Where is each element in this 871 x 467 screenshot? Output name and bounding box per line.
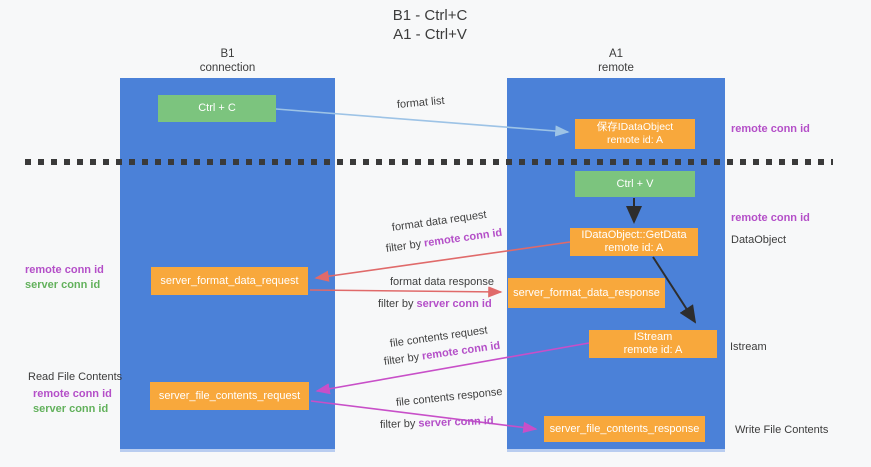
label-format-list: format list xyxy=(396,94,446,111)
server-conn-id-text: server conn id xyxy=(33,403,109,415)
box-ctrl-c: Ctrl + C xyxy=(158,95,276,122)
box-server-file-contents-request-label: server_file_contents_request xyxy=(158,389,301,402)
title-line-2: A1 - Ctrl+V xyxy=(393,26,467,43)
diagram-title: B1 - Ctrl+C A1 - Ctrl+V xyxy=(300,6,560,44)
box-server-format-data-request-label: server_format_data_request xyxy=(160,274,299,287)
dashed-separator xyxy=(25,159,833,165)
lane-b1-title: B1 xyxy=(220,48,235,60)
lane-a1-subtitle: remote xyxy=(598,62,634,74)
box-save-dataobject-line1: 保存IDataObject xyxy=(596,121,674,133)
remote-conn-id-text: remote conn id xyxy=(33,388,112,400)
box-istream-line1: IStream xyxy=(633,331,673,343)
label-write-file-contents: Write File Contents xyxy=(735,424,829,436)
box-server-file-contents-response: server_file_contents_response xyxy=(544,416,705,442)
box-server-file-contents-response-label: server_file_contents_response xyxy=(549,422,700,435)
left-conn-ids-bottom: remote conn id server conn id xyxy=(33,387,112,417)
label-format-data-response: format data response xyxy=(390,276,494,288)
box-idataobject-getdata: IDataObject::GetData remote id: A xyxy=(570,228,698,256)
lane-b1-subtitle: connection xyxy=(199,62,256,74)
filter-by-text: filter by xyxy=(378,298,414,310)
filter-by-text: filter by xyxy=(379,417,416,431)
label-file-contents-response: file contents response xyxy=(395,385,504,409)
remote-conn-id-text: remote conn id xyxy=(423,226,504,250)
label-istream: Istream xyxy=(730,341,767,353)
server-conn-id-text: server conn id xyxy=(418,415,494,430)
server-conn-id-text: server conn id xyxy=(25,279,101,291)
filter-by-text: filter by xyxy=(383,351,420,368)
lane-header-a1: A1 remote xyxy=(507,47,725,75)
lane-a1-title: A1 xyxy=(608,48,624,60)
label-dataobject: DataObject xyxy=(731,234,787,246)
left-conn-ids-top: remote conn id server conn id xyxy=(25,263,104,293)
right-remote-conn-id-top: remote conn id xyxy=(731,123,810,135)
box-server-format-data-response: server_format_data_response xyxy=(508,278,665,308)
box-ctrl-v-label: Ctrl + V xyxy=(616,177,654,190)
box-server-file-contents-request: server_file_contents_request xyxy=(150,382,309,410)
filter-by-text: filter by xyxy=(385,238,422,255)
box-istream-line2: remote id: A xyxy=(623,344,683,356)
label-read-file-contents: Read File Contents xyxy=(28,371,123,383)
box-save-dataobject-line2: remote id: A xyxy=(606,134,664,146)
box-server-format-data-response-label: server_format_data_response xyxy=(513,286,660,299)
box-idataobject-getdata-line2: remote id: A xyxy=(604,242,664,254)
box-istream: IStream remote id: A xyxy=(589,330,717,358)
box-ctrl-c-label: Ctrl + C xyxy=(198,102,236,114)
box-save-dataobject: 保存IDataObject remote id: A xyxy=(575,119,695,149)
remote-conn-id-text: remote conn id xyxy=(25,264,104,276)
box-idataobject-getdata-line1: IDataObject::GetData xyxy=(581,229,687,241)
server-conn-id-text: server conn id xyxy=(416,298,492,310)
right-remote-conn-id-mid: remote conn id xyxy=(731,212,810,224)
box-server-format-data-request: server_format_data_request xyxy=(151,267,308,295)
arrow-format-data-response xyxy=(309,286,503,298)
lane-header-b1: B1 connection xyxy=(120,47,335,75)
title-line-1: B1 - Ctrl+C xyxy=(392,7,468,24)
box-ctrl-v: Ctrl + V xyxy=(575,171,695,197)
